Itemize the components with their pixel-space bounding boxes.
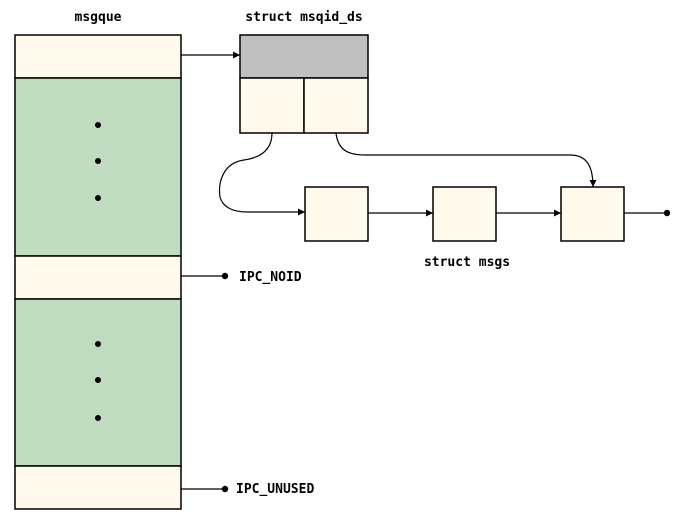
msqid-ds-header <box>239 34 369 79</box>
msgque-entry-ipc-unused <box>14 465 182 510</box>
ellipsis-dot <box>95 377 101 383</box>
msg-last-pointer-arrow <box>335 132 597 188</box>
ellipsis-dot <box>95 158 101 164</box>
msgque-entry-first <box>14 34 182 79</box>
msgs-list <box>304 186 625 242</box>
ellipsis-dot <box>95 415 101 421</box>
msg-node <box>560 186 625 242</box>
msg-node <box>304 186 369 242</box>
msgque-label: msgque <box>75 10 122 25</box>
ipc-unused-label: IPC_UNUSED <box>236 482 314 497</box>
ellipsis-dot <box>95 195 101 201</box>
ellipsis-dot <box>95 341 101 347</box>
msqid-ds-label: struct msqid_ds <box>245 10 362 25</box>
msqid-ds-first-field <box>239 77 305 134</box>
null-dot <box>221 485 229 493</box>
msgque-array <box>14 34 182 510</box>
msg-node <box>432 186 497 242</box>
ellipsis-dot <box>95 122 101 128</box>
msqid-ds-struct <box>239 34 369 134</box>
msgque-entry-ipc-noid <box>14 255 182 300</box>
msgs-label: struct msgs <box>424 255 510 270</box>
null-dot <box>663 209 671 217</box>
msqid-ds-last-field <box>303 77 369 134</box>
null-dot <box>221 272 229 280</box>
msgque-ellipsis-block-upper <box>14 77 182 257</box>
ipc-noid-label: IPC_NOID <box>239 270 302 285</box>
msg-first-pointer-arrow <box>218 132 305 216</box>
